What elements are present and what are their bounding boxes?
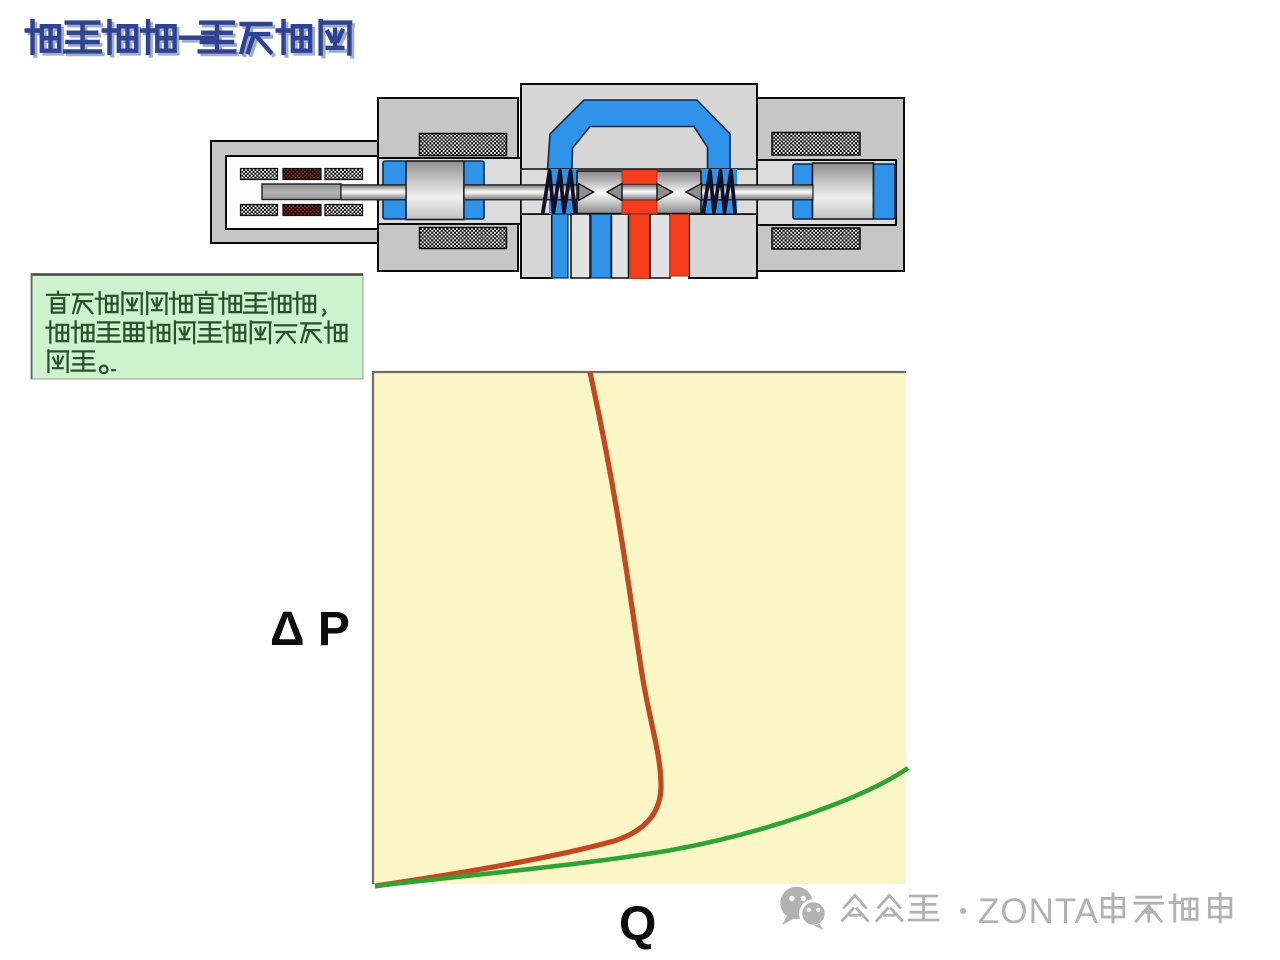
svg-text:Q: Q bbox=[619, 898, 656, 951]
svg-text:ZONTA: ZONTA bbox=[978, 892, 1099, 931]
svg-text:Δ P: Δ P bbox=[270, 603, 350, 656]
